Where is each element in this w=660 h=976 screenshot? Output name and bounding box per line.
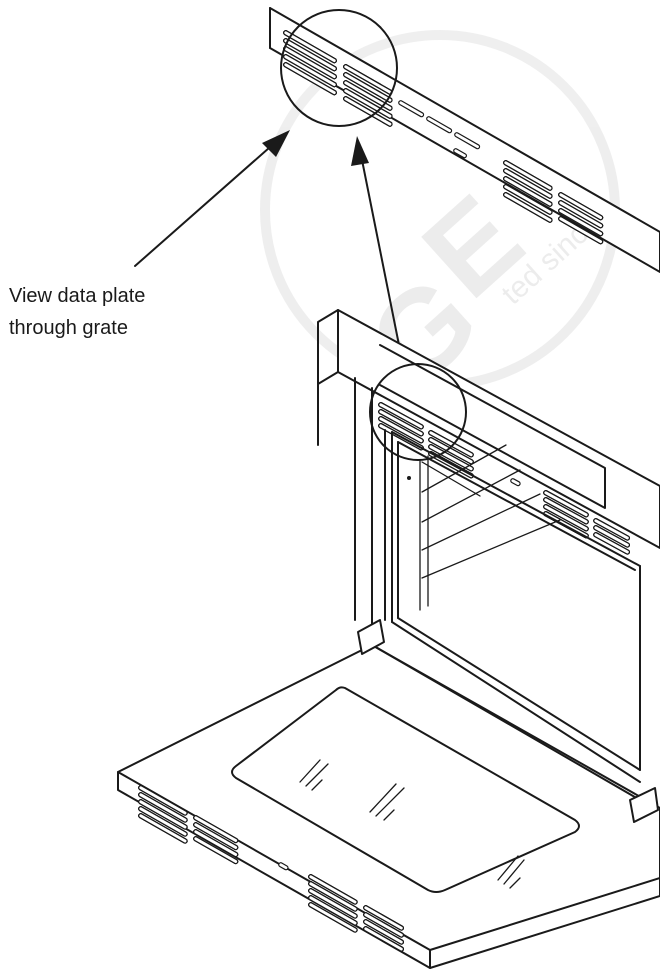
vent-slot: [283, 62, 337, 96]
vent-slot: [363, 919, 404, 945]
vent-slot: [593, 525, 630, 548]
vent-slot: [454, 132, 481, 150]
vent-slot: [308, 902, 358, 933]
vent-slot: [428, 437, 474, 465]
vent-slot: [593, 532, 630, 555]
vent-slot: [378, 416, 424, 444]
magnifier-circle-lower: [369, 363, 467, 461]
vent-slot: [428, 430, 474, 458]
vent-slot: [378, 409, 424, 437]
vent-slot: [558, 200, 604, 229]
vent-slot: [193, 822, 239, 851]
callout-arrows: [134, 130, 401, 351]
vent-slot: [543, 497, 589, 525]
vent-slot: [343, 88, 393, 119]
callout-line-2: through grate: [9, 317, 128, 339]
vent-slot: [138, 806, 188, 837]
vent-slot: [363, 926, 404, 952]
vent-slot: [428, 444, 474, 472]
vent-slot: [283, 54, 337, 88]
vent-slot: [138, 799, 188, 830]
magnifier-circle-upper: [280, 9, 398, 127]
vent-slot: [278, 862, 289, 871]
vent-slot: [378, 402, 424, 430]
vent-slot: [503, 160, 553, 191]
vent-slot: [138, 792, 188, 823]
vent-slot: [363, 912, 404, 938]
vent-slot: [193, 829, 239, 858]
vent-slot: [543, 490, 589, 518]
vent-slot: [283, 38, 337, 72]
callout-line-1: View data plate: [9, 285, 145, 307]
vent-slot: [343, 72, 393, 103]
vent-slot: [503, 168, 553, 199]
callout-label: View data plate through grate: [9, 285, 145, 339]
vent-slot: [308, 895, 358, 926]
vent-slot: [193, 815, 239, 844]
vent-slot: [363, 905, 404, 931]
vent-slot: [138, 785, 188, 816]
vent-slot: [343, 80, 393, 111]
vent-slots-door: [138, 785, 404, 952]
vent-slot: [510, 478, 521, 487]
vent-slot: [398, 100, 425, 118]
vent-slot: [453, 148, 468, 159]
vent-slot: [543, 504, 589, 532]
vent-slot: [558, 208, 604, 237]
vent-slot: [138, 813, 188, 844]
vent-slot: [558, 216, 604, 245]
vent-strip-detail: [269, 7, 660, 273]
vent-slot: [593, 518, 630, 541]
glass-reflections: [299, 759, 525, 889]
hinge-right: [629, 787, 659, 823]
vent-slot: [308, 881, 358, 912]
oven-door: [117, 619, 660, 969]
hinge-left: [357, 619, 385, 655]
oven-body: [317, 309, 660, 783]
vent-slots-body: [378, 402, 630, 555]
vent-slot: [308, 874, 358, 905]
vent-slot: [558, 192, 604, 221]
vent-slot: [193, 836, 239, 865]
vent-slot: [426, 116, 453, 134]
vent-slot: [308, 888, 358, 919]
vent-slot: [283, 30, 337, 64]
vent-slots: [283, 30, 604, 245]
vent-slot: [503, 192, 553, 223]
vent-slot: [503, 176, 553, 207]
vent-slot: [503, 184, 553, 215]
oven-racks: [407, 444, 561, 611]
vent-slot: [343, 96, 393, 127]
